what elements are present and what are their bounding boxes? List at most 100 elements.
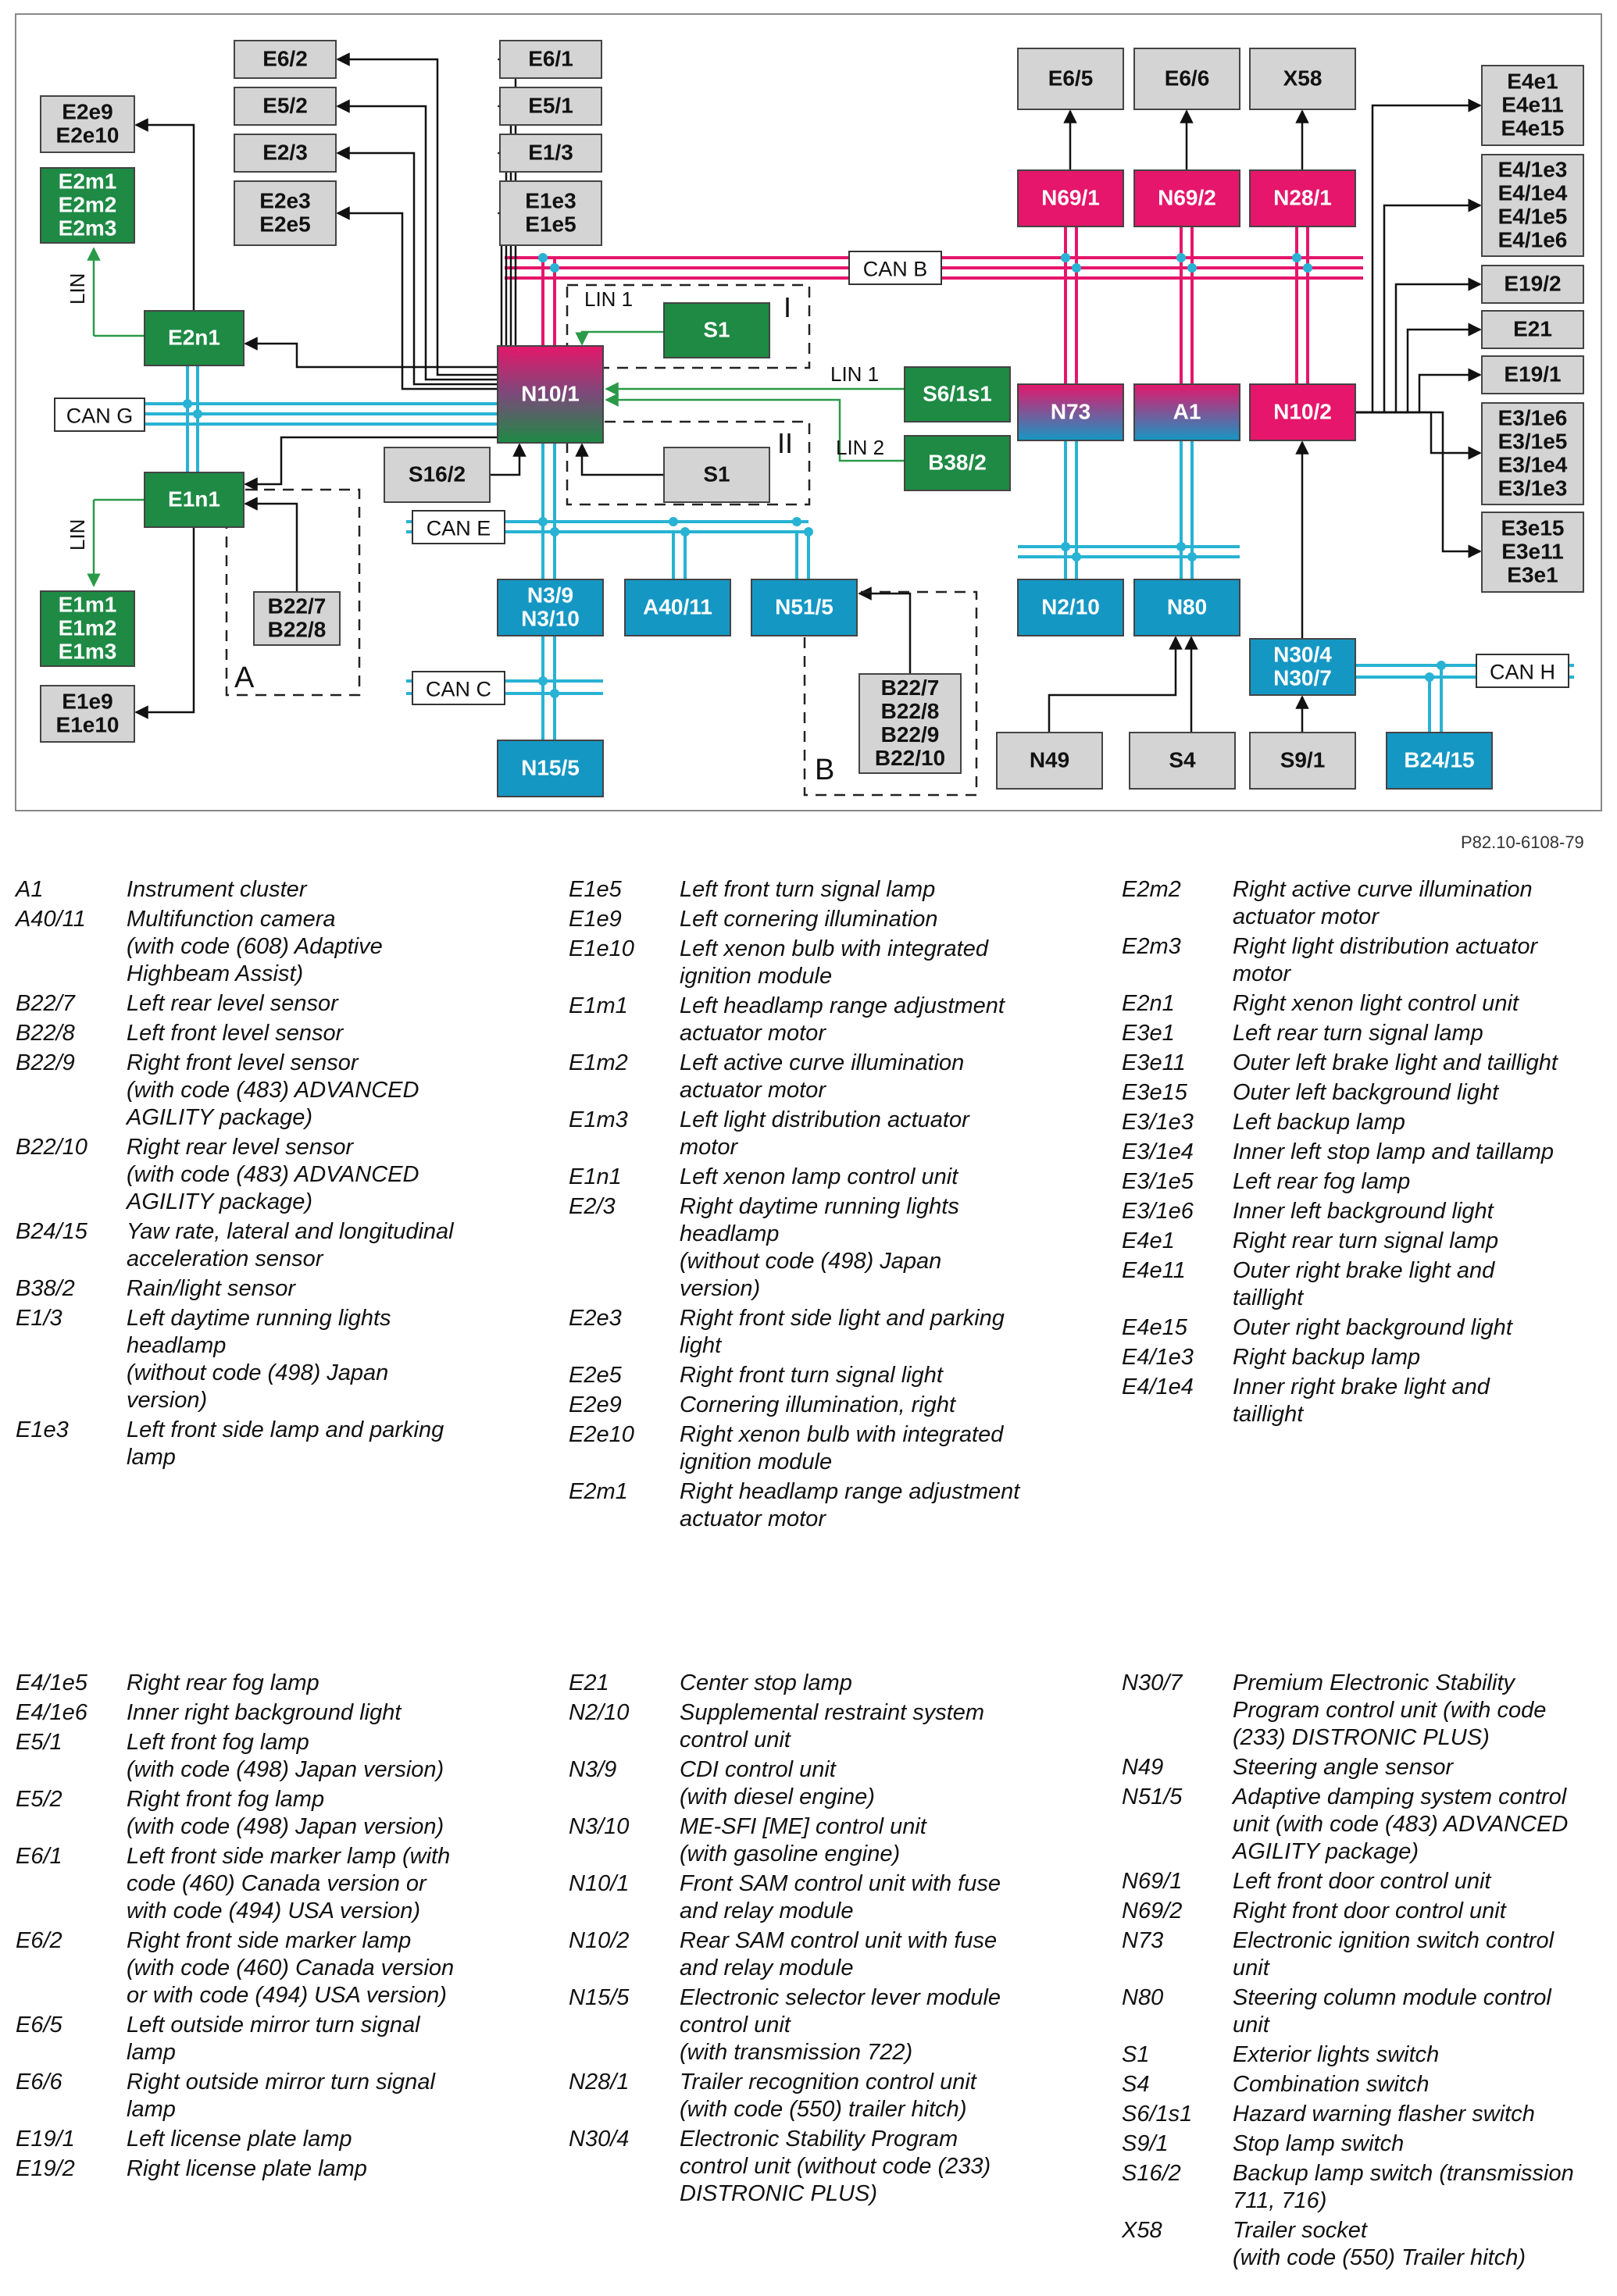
legend-desc-line: ignition module	[680, 964, 833, 989]
lin1-s1-label: LIN 1	[584, 287, 633, 311]
legend-desc-line: Right front turn signal light	[680, 1363, 943, 1388]
legend-desc-line: Front SAM control unit with fuse	[680, 1871, 1001, 1896]
bus-junction	[550, 689, 559, 698]
component-r5: E19/1	[1481, 355, 1584, 394]
component-label: E1m1	[59, 592, 117, 616]
component-label: E19/1	[1504, 362, 1561, 386]
legend-desc-line: (233) DISTRONIC PLUS)	[1233, 1725, 1490, 1750]
legend-code: E2n1	[1122, 991, 1175, 1016]
component-s6-1s1: S6/1s1	[904, 366, 1011, 422]
dashed-group	[566, 283, 811, 369]
component-e6-2: E6/2	[234, 40, 337, 79]
component-box	[384, 447, 491, 503]
lin1-s6-label: LIN 1	[830, 362, 879, 386]
legend-desc-line: Outer right brake light and	[1233, 1258, 1495, 1283]
legend-desc-line: Hazard warning flasher switch	[1233, 2102, 1535, 2127]
component-box	[663, 447, 770, 503]
legend-code: E1m1	[569, 993, 628, 1018]
legend-desc: Right rear fog lamp	[127, 1670, 547, 1697]
lin-top-label: LIN	[66, 273, 89, 305]
component-label: E19/2	[1504, 271, 1561, 295]
legend-desc-line: (with code (550) Trailer hitch)	[1233, 2245, 1526, 2270]
legend-desc-line: with code (494) USA version)	[127, 1898, 421, 1923]
component-box	[1249, 638, 1356, 696]
component-label: E3e1	[1507, 562, 1558, 586]
legend-desc-line: Right front fog lamp	[127, 1787, 325, 1812]
legend-desc-line: Outer right background light	[1233, 1315, 1512, 1340]
legend-desc: ME-SFI [ME] control unit(with gasoline e…	[680, 1813, 1100, 1868]
component-label: N28/1	[1273, 185, 1332, 209]
legend-desc-line: control unit	[680, 2013, 791, 2038]
legend-code: E21	[569, 1670, 609, 1695]
legend-desc: CDI control unit(with diesel engine)	[680, 1756, 1100, 1811]
component-label: N10/2	[1273, 399, 1332, 423]
can-h-label-text: CAN H	[1490, 661, 1555, 684]
legend-desc-line: Electronic Stability Program	[680, 2127, 958, 2152]
bus-junction	[1437, 661, 1446, 670]
component-r4: E21	[1481, 310, 1584, 349]
component-label: B22/7	[881, 676, 940, 700]
signal-wire	[244, 337, 498, 369]
component-n69-1: N69/1	[1017, 169, 1124, 227]
legend-code: E1n1	[569, 1164, 622, 1189]
legend-desc-line: Trailer recognition control unit	[680, 2070, 976, 2095]
legend-desc-line: Outer left brake light and taillight	[1233, 1050, 1558, 1075]
bus-junction	[1176, 542, 1186, 551]
legend-code: E4/1e6	[16, 1700, 87, 1725]
legend-desc-line: headlamp	[680, 1221, 780, 1246]
can-c-label-text: CAN C	[426, 678, 491, 701]
component-label: E2m2	[59, 192, 117, 216]
component-box	[1017, 383, 1124, 441]
legend-code: E6/2	[16, 1928, 62, 1953]
legend-desc-line: (with code (483) ADVANCED	[127, 1162, 419, 1187]
legend-code: E2m3	[1122, 934, 1181, 959]
component-box	[499, 87, 602, 126]
legend-desc-line: Premium Electronic Stability	[1233, 1670, 1515, 1695]
component-e6-6: E6/6	[1133, 48, 1240, 110]
figure-id: P82.10-6108-79	[1461, 832, 1584, 852]
legend-desc-line: lamp	[127, 2097, 176, 2122]
legend-desc-line: Left rear fog lamp	[1233, 1169, 1411, 1194]
component-box	[1129, 732, 1236, 790]
component-box	[1017, 579, 1124, 636]
legend-desc-line: and relay module	[680, 1956, 854, 1980]
legend-code: E3/1e3	[1122, 1110, 1194, 1135]
component-box	[234, 134, 337, 173]
legend-desc: Exterior lights switch	[1233, 2041, 1617, 2069]
legend-desc: Right front fog lamp(with code (498) Jap…	[127, 1786, 547, 1841]
legend-desc-line: taillight	[1233, 1285, 1304, 1310]
legend-code: E1m2	[569, 1050, 628, 1075]
legend-desc: Left backup lamp	[1233, 1109, 1617, 1136]
legend-desc: Right license plate lamp	[127, 2155, 547, 2183]
component-box	[40, 590, 135, 667]
bus-junction	[538, 517, 548, 526]
component-label: N51/5	[775, 594, 833, 619]
legend-desc: Left front turn signal lamp	[680, 876, 1100, 904]
legend-desc: Left front fog lamp(with code (498) Japa…	[127, 1729, 547, 1784]
legend-code: E2e3	[569, 1306, 622, 1331]
legend-desc-line: Left front door control unit	[1233, 1869, 1491, 1894]
legend-desc-line: (with code (460) Canada version	[127, 1956, 455, 1980]
legend-desc-line: Left rear level sensor	[127, 991, 338, 1016]
legend-desc-line: ME-SFI [ME] control unit	[680, 1814, 926, 1839]
component-box	[1481, 355, 1584, 394]
legend-desc-line: Trailer socket	[1233, 2218, 1367, 2243]
legend-desc-line: Left rear turn signal lamp	[1233, 1021, 1483, 1046]
